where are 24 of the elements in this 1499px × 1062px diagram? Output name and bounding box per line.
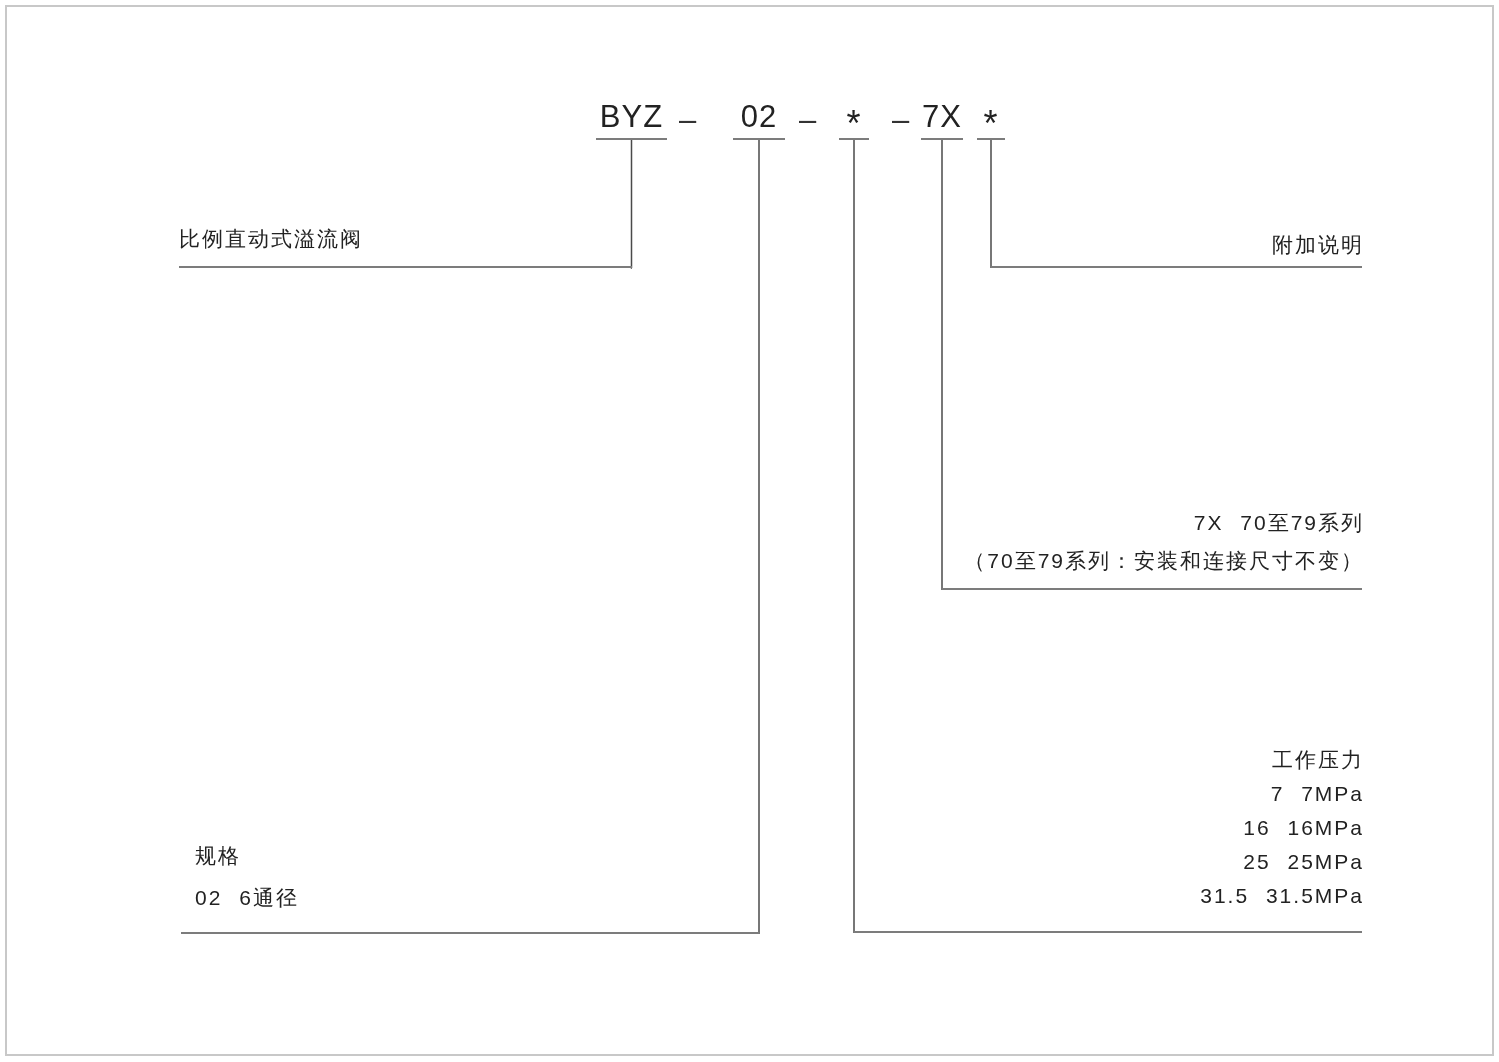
option-text: 02 6通径 <box>195 885 299 911</box>
option-text: 7 7MPa <box>1270 781 1364 807</box>
option-text: （70至79系列：安装和连接尺寸不变） <box>964 548 1364 574</box>
leader-line <box>853 139 855 934</box>
separator-dash: – <box>679 104 697 135</box>
option-text: 16 16MPa <box>1243 815 1364 841</box>
leader-line <box>630 139 633 269</box>
code-segment: * <box>839 100 869 140</box>
option-text: 25 25MPa <box>1243 849 1364 875</box>
description-text: 规格 <box>195 843 241 869</box>
separator-dash: – <box>799 104 817 135</box>
leader-line <box>941 139 943 591</box>
option-text: 31.5 31.5MPa <box>1200 883 1364 909</box>
leader-line <box>758 139 760 935</box>
separator-dash: – <box>892 104 910 135</box>
code-segment: 7X <box>921 100 963 140</box>
leader-line <box>990 139 992 269</box>
code-segment: BYZ <box>596 100 667 140</box>
description-text: 7X 70至79系列 <box>1193 510 1364 536</box>
code-segment: 02 <box>733 100 785 140</box>
description-text: 工作压力 <box>1272 747 1364 773</box>
description-text: 比例直动式溢流阀 <box>179 226 363 252</box>
code-segment: * <box>977 100 1005 140</box>
description-text: 附加说明 <box>1272 232 1364 258</box>
